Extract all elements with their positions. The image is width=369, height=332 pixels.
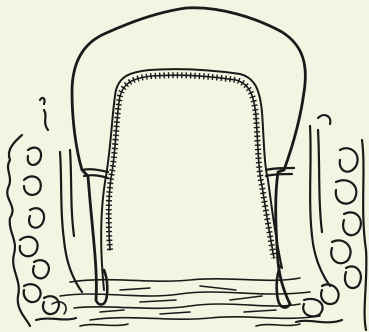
illustration-background [0,0,369,332]
tooth-illustration [0,0,369,332]
